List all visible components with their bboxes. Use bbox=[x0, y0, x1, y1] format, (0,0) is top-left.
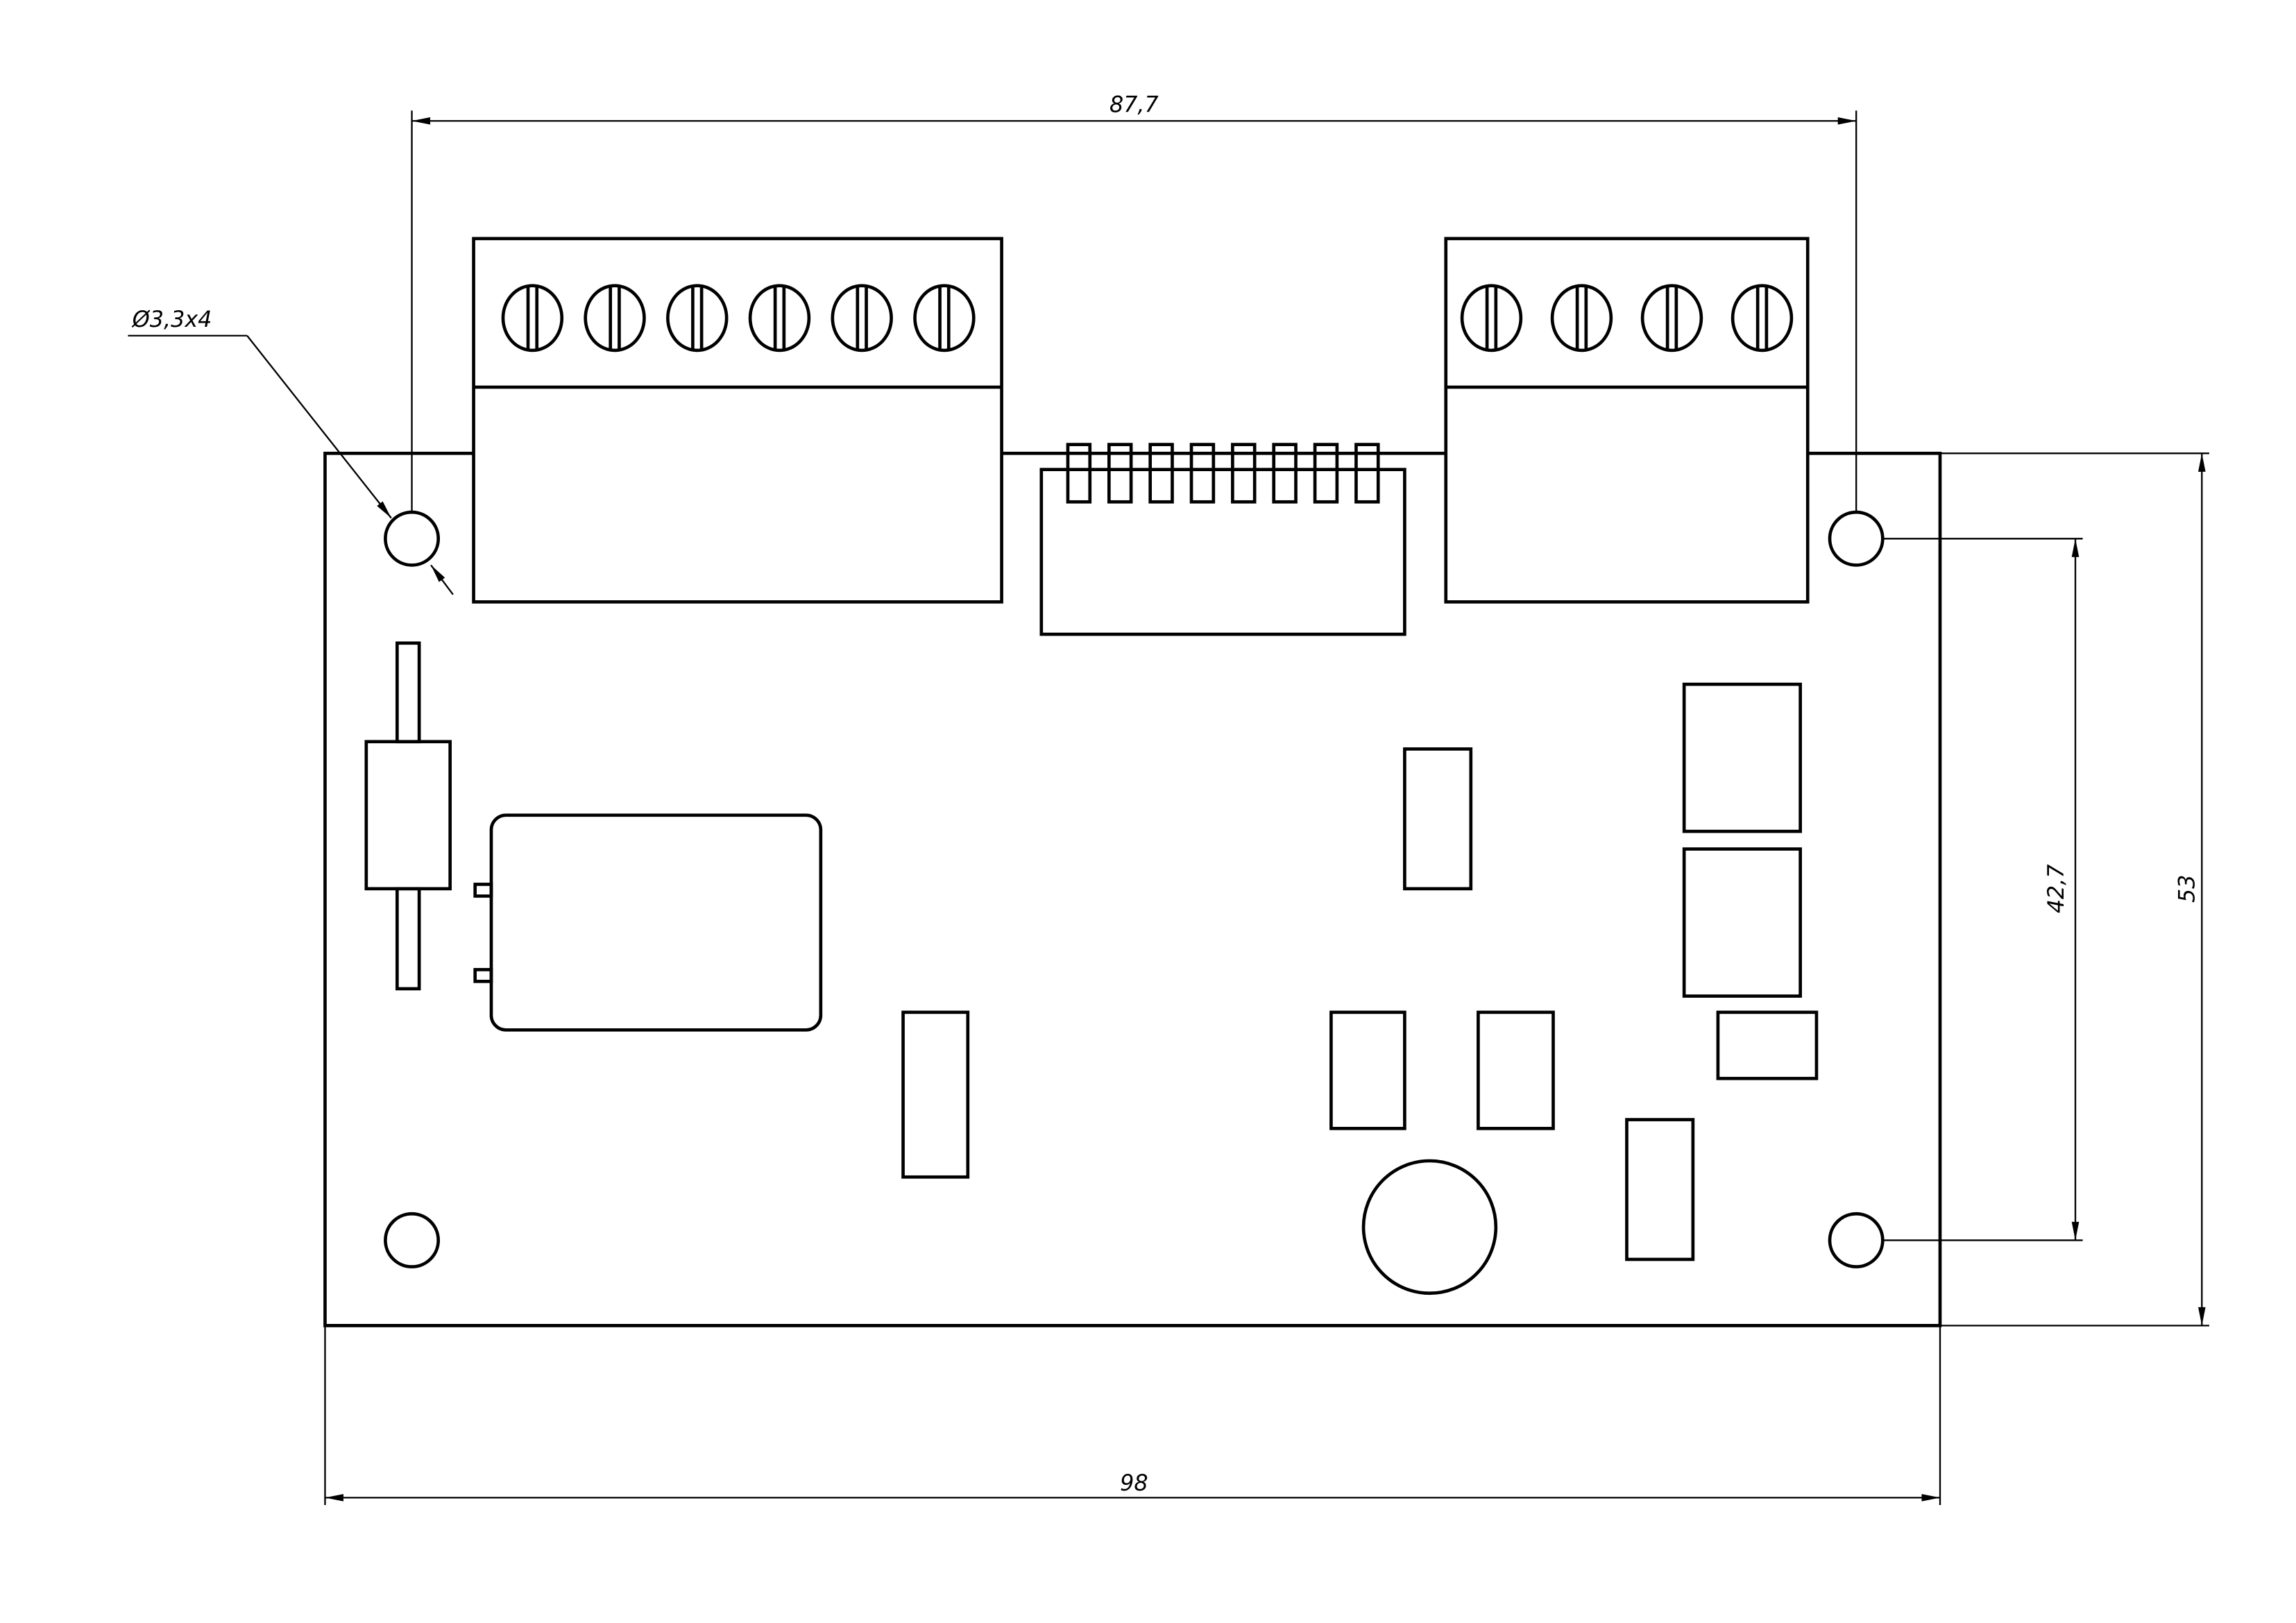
connector-pin bbox=[1231, 443, 1257, 504]
board-outline bbox=[323, 451, 1942, 1327]
mounting-hole bbox=[1828, 510, 1885, 567]
diode bbox=[364, 641, 452, 991]
terminal-screw-icon bbox=[1550, 284, 1613, 352]
terminal-screw-icon bbox=[1460, 284, 1523, 352]
component-capacitor bbox=[1682, 682, 1802, 833]
component-buzzer bbox=[1361, 1159, 1498, 1295]
component-ic bbox=[901, 1010, 970, 1179]
mounting-hole bbox=[384, 1212, 441, 1268]
component-smd bbox=[1716, 1010, 1819, 1080]
connector-pin bbox=[1148, 443, 1174, 504]
connector-pin bbox=[1313, 443, 1339, 504]
terminal-screw-icon bbox=[666, 284, 729, 352]
terminal-block-left bbox=[472, 237, 1003, 604]
terminal-screw-icon bbox=[831, 284, 893, 352]
connector-pin bbox=[1107, 443, 1133, 504]
component-smd bbox=[1477, 1010, 1555, 1130]
terminal-block-right bbox=[1444, 237, 1810, 604]
components bbox=[901, 682, 1819, 1295]
component-ic bbox=[1403, 747, 1473, 891]
terminal-screw-icon bbox=[748, 284, 811, 352]
component-ic bbox=[1625, 1118, 1695, 1261]
dimension-label: 87,7 bbox=[1109, 92, 1159, 118]
hole-callout: Ø3,3x4 bbox=[128, 307, 454, 595]
mounting-hole bbox=[1828, 1212, 1885, 1268]
dimension-label: 42,7 bbox=[2043, 864, 2069, 913]
pin-connector bbox=[1039, 443, 1406, 636]
connector-pin bbox=[1189, 443, 1216, 504]
dimension-board-height: 53 bbox=[1940, 452, 2209, 1327]
terminal-screw-icon bbox=[1730, 284, 1794, 352]
mounting-holes bbox=[384, 510, 1885, 1268]
terminal-screw-icon bbox=[1640, 284, 1703, 352]
dimension-label: 53 bbox=[2175, 875, 2200, 903]
hole-callout-label: Ø3,3x4 bbox=[131, 307, 212, 332]
connector-pin bbox=[1354, 443, 1380, 504]
terminal-screw-icon bbox=[584, 284, 646, 352]
connector-pin bbox=[1272, 443, 1298, 504]
terminal-screw-icon bbox=[501, 284, 564, 352]
dimension-hole-spacing-horizontal: 87,7 bbox=[411, 92, 1857, 513]
terminal-screw-icon bbox=[913, 284, 976, 352]
relay bbox=[473, 813, 823, 1032]
component-smd bbox=[1329, 1010, 1406, 1130]
dimension-label: 98 bbox=[1120, 1470, 1148, 1496]
connector-pin bbox=[1066, 443, 1092, 504]
mounting-hole bbox=[384, 510, 441, 567]
component-capacitor bbox=[1682, 847, 1802, 998]
dimension-hole-spacing-vertical: 42,7 bbox=[1882, 538, 2083, 1241]
dimension-board-width: 98 bbox=[324, 1325, 1941, 1505]
